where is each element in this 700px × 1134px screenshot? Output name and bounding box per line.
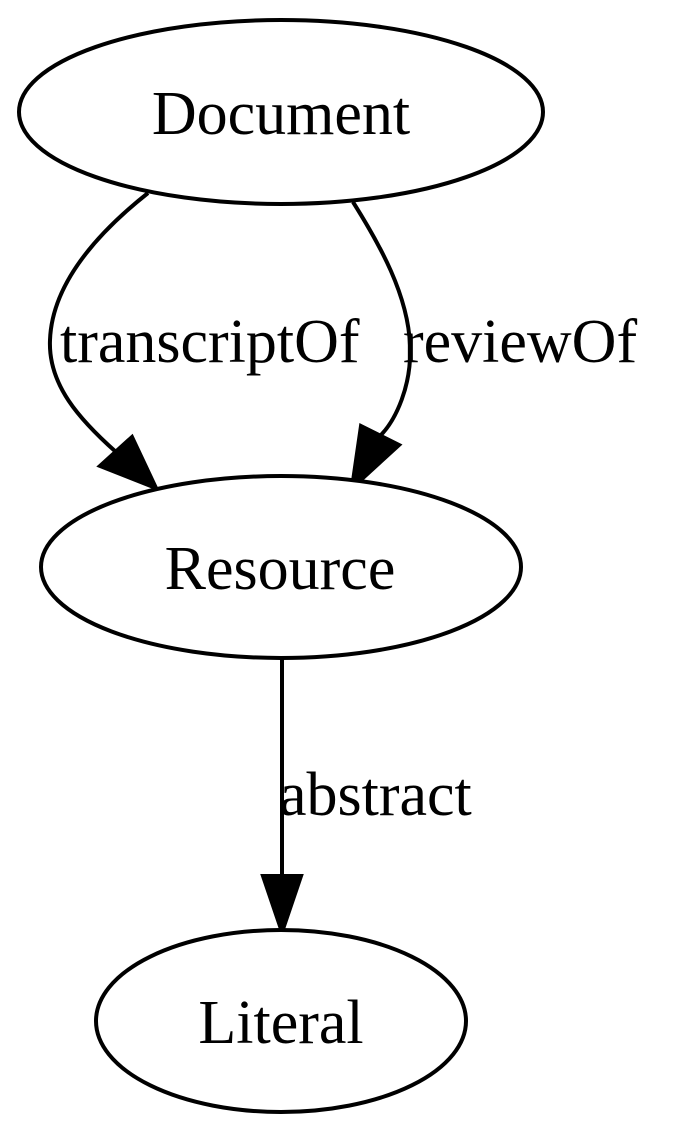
node-literal-label: Literal bbox=[198, 989, 363, 1057]
edge-abstract-arrowhead bbox=[260, 874, 304, 939]
edge-transcript-of-label: transcriptOf bbox=[60, 308, 360, 376]
node-literal-ellipse bbox=[94, 928, 468, 1114]
edge-abstract-label: abstract bbox=[279, 761, 472, 829]
edge-transcript-of-line bbox=[47, 191, 150, 454]
edge-review-of-line bbox=[351, 200, 413, 438]
node-resource-label: Resource bbox=[165, 535, 396, 603]
node-document-ellipse bbox=[17, 18, 545, 206]
edge-review-of-label: reviewOf bbox=[403, 308, 637, 376]
node-document-label: Document bbox=[152, 80, 410, 148]
node-resource: Resource bbox=[39, 474, 523, 660]
edge-transcript-of-arrowhead bbox=[96, 433, 160, 492]
edge-review-of: reviewOf bbox=[349, 200, 637, 494]
edge-transcript-of: transcriptOf bbox=[47, 191, 360, 492]
edge-review-of-arrowhead bbox=[349, 422, 403, 494]
node-document: Document bbox=[17, 18, 545, 206]
node-literal: Literal bbox=[94, 928, 468, 1114]
edge-abstract: abstract bbox=[260, 658, 472, 939]
node-resource-ellipse bbox=[39, 474, 523, 660]
